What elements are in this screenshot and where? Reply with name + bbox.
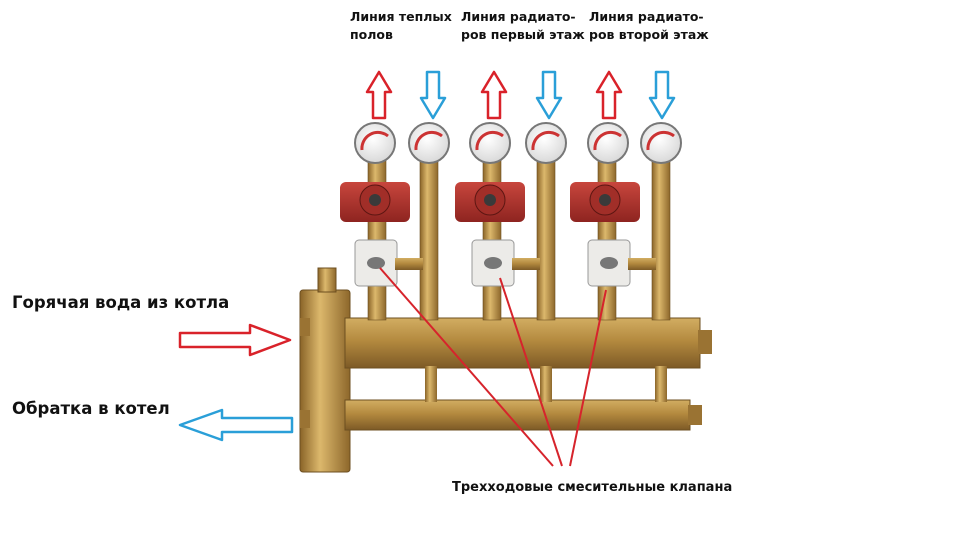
return-outlet-arrow (178, 408, 294, 442)
label-radiators-second-floor: Линия радиато- ров второй этаж (589, 8, 709, 44)
label-radiators-second-floor-line2: ров второй этаж (589, 27, 709, 43)
pump-group-radiators-1 (455, 122, 567, 321)
label-radiators-first-floor: Линия радиато- ров первый этаж (461, 8, 585, 44)
label-return-water: Обратка в котел (12, 399, 170, 418)
pump-group-floor (340, 122, 450, 321)
label-radiators-first-floor-line1: Линия радиато- (461, 9, 576, 24)
supply-arrow-floor (365, 70, 393, 120)
hot-water-inlet-arrow (178, 323, 292, 357)
label-hot-water: Горячая вода из котла (12, 293, 230, 312)
hydraulic-separator (299, 267, 351, 473)
connector-pipes (425, 366, 667, 402)
return-collector (344, 399, 702, 431)
return-arrow-radiators-1 (535, 70, 563, 120)
pump-group-radiators-2 (570, 122, 682, 321)
label-radiators-second-floor-line1: Линия радиато- (589, 9, 704, 24)
valve-pointer-lines (379, 267, 607, 467)
label-mixing-valves: Трехходовые смесительные клапана (452, 480, 733, 495)
label-floor-heating-line1: Линия теплых (350, 9, 452, 24)
return-arrow-floor (419, 70, 447, 120)
label-radiators-first-floor-line2: ров первый этаж (461, 27, 585, 43)
label-floor-heating-line2: полов (350, 27, 393, 43)
return-arrow-radiators-2 (648, 70, 676, 120)
supply-arrow-radiators-2 (595, 70, 623, 120)
label-floor-heating: Линия теплых полов (350, 8, 452, 44)
supply-arrow-radiators-1 (480, 70, 508, 120)
supply-collector (344, 317, 712, 369)
